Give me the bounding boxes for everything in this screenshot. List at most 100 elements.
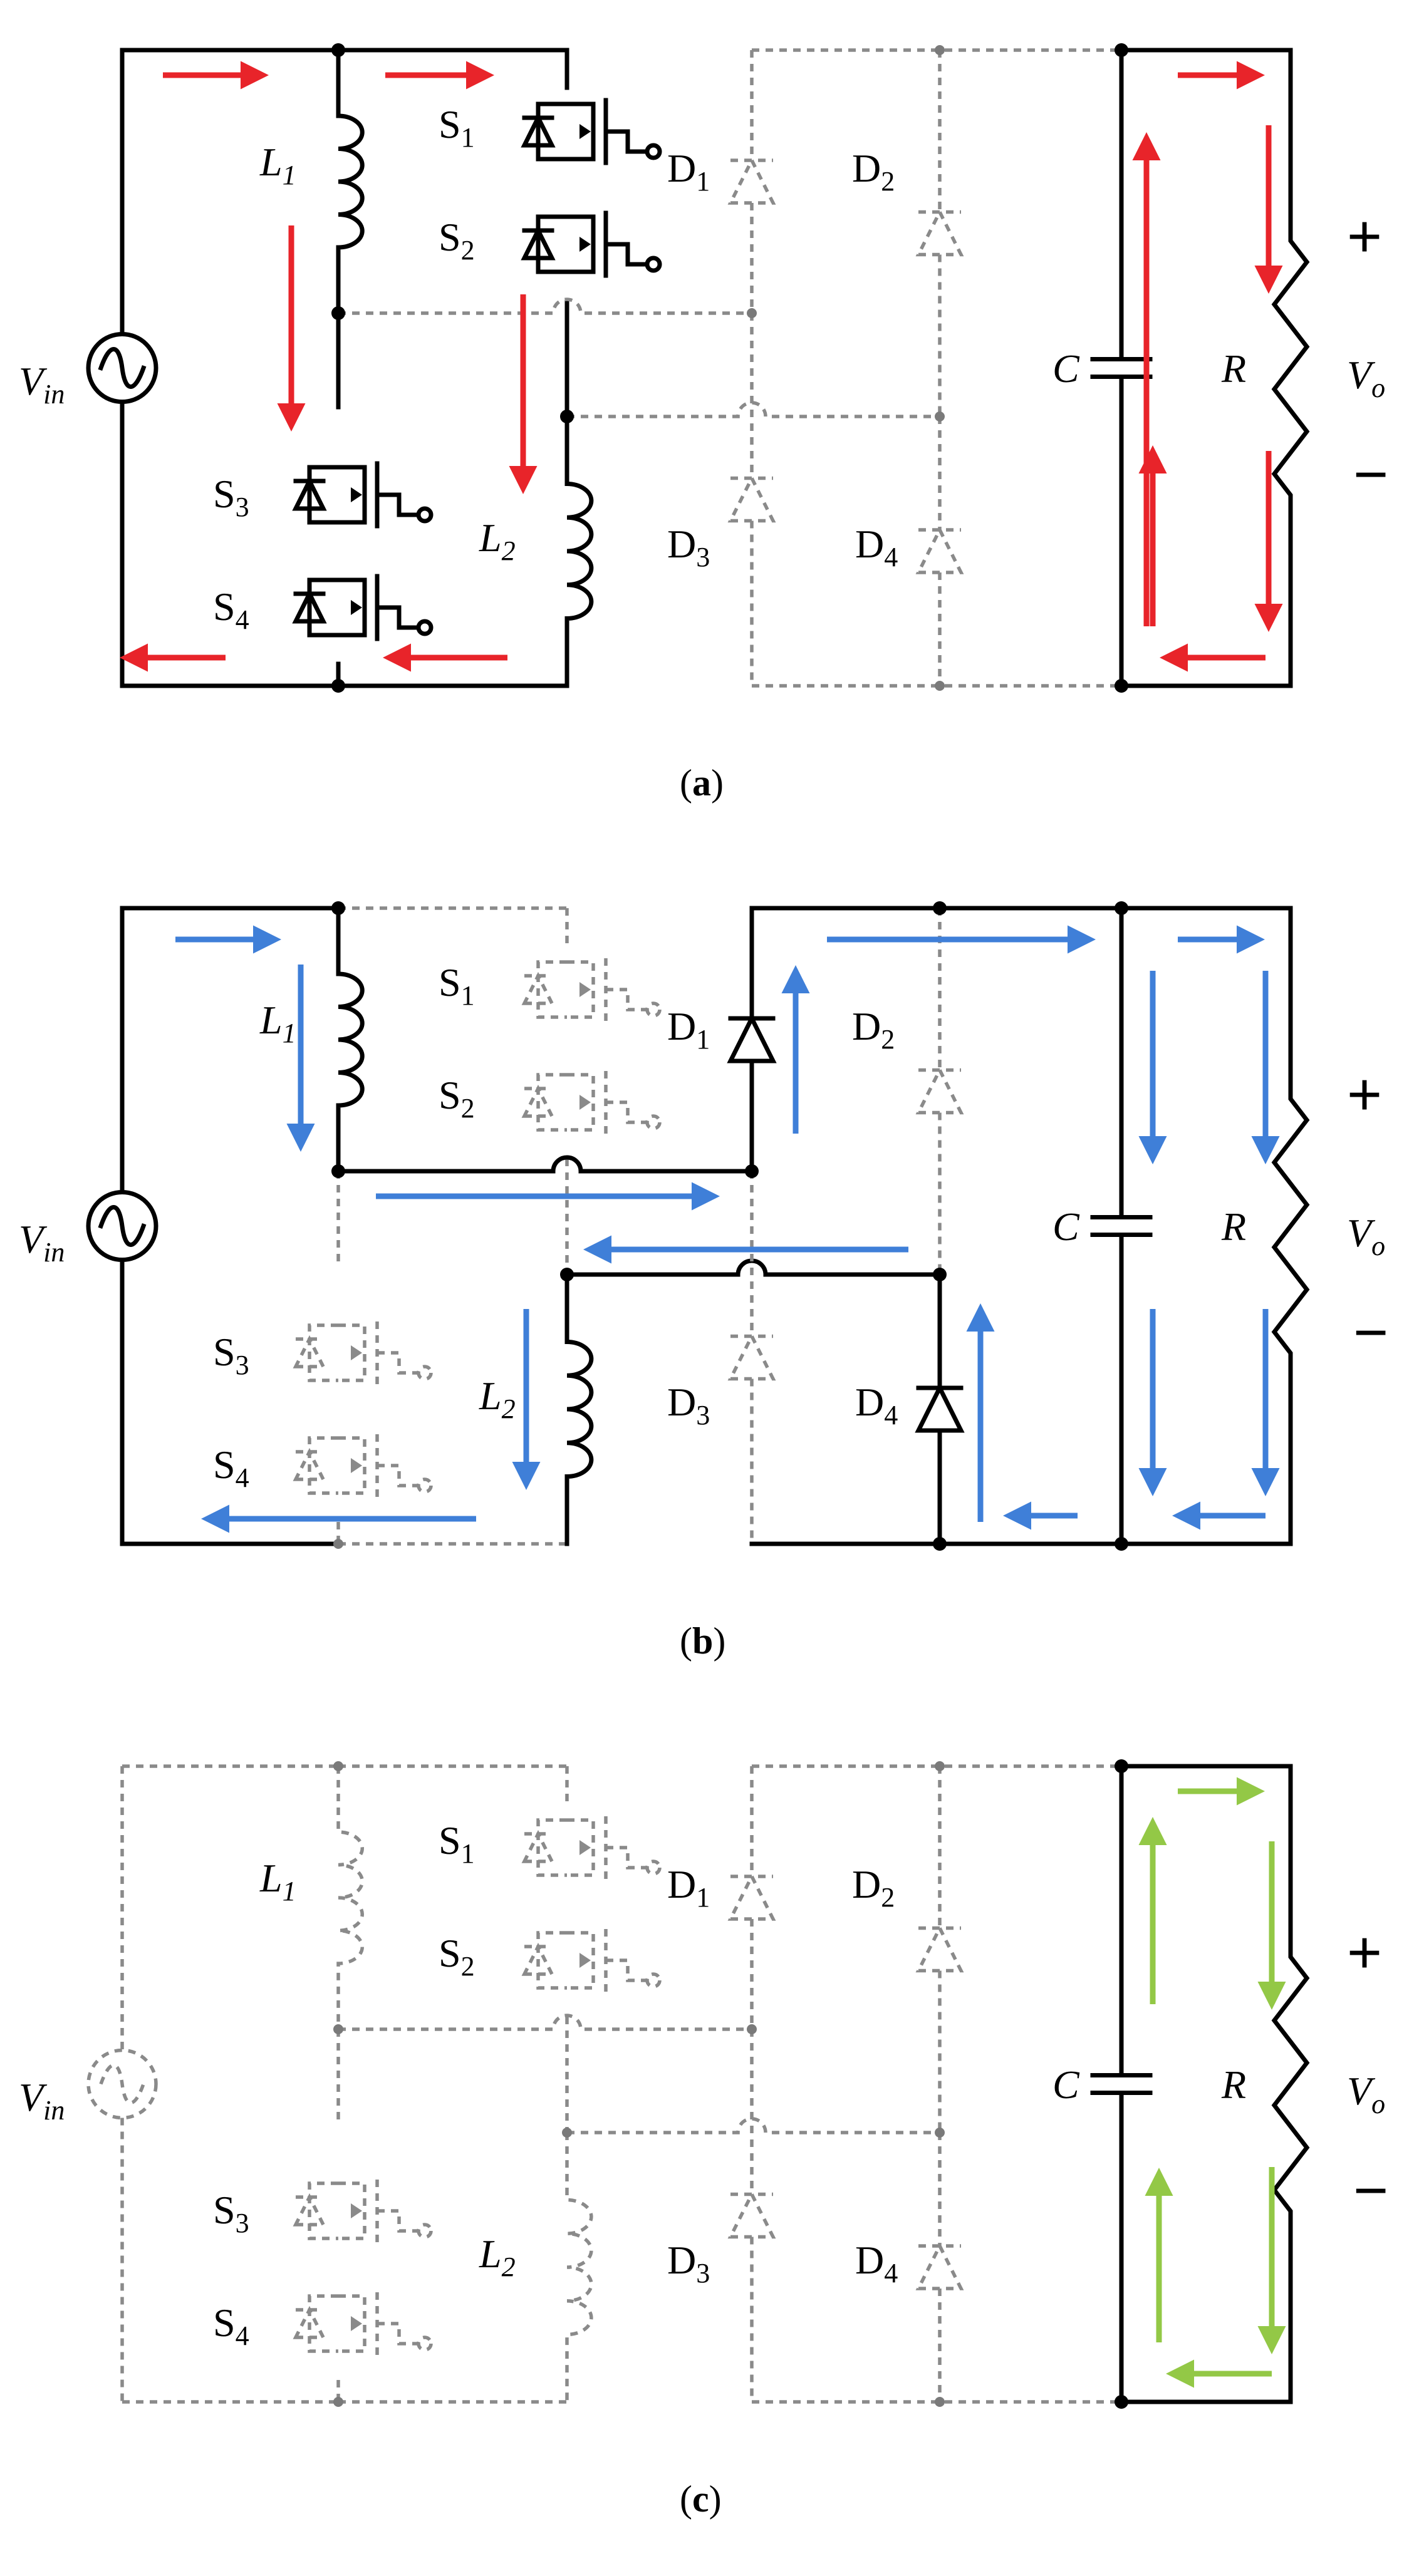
label-l2-main: L <box>479 1373 502 1418</box>
label-d3-main: D <box>667 2238 696 2282</box>
mosfet-gate-terminal <box>645 1972 662 1989</box>
mosfet-arrow <box>351 1458 362 1473</box>
label-s4-sub: 4 <box>236 1462 249 1493</box>
source-circle <box>86 2048 158 2120</box>
body-diode-triangle <box>292 589 327 624</box>
label-d3-sub: 3 <box>696 542 710 572</box>
label-d4: D4 <box>855 1380 898 1430</box>
label-r: R <box>1221 1204 1246 1249</box>
source-circle <box>86 332 159 404</box>
label-l2-sub: 2 <box>502 535 516 566</box>
mosfet-gate-terminal <box>645 1860 662 1876</box>
caption-close: ) <box>709 2478 722 2520</box>
label-l1: L1 <box>259 140 296 190</box>
label-d2-main: D <box>852 146 881 190</box>
label-l2: L2 <box>479 1373 516 1424</box>
label-l1-main: L <box>259 140 283 184</box>
mosfet-s2 <box>521 1929 662 1992</box>
mosfet-gate-terminal <box>416 506 434 524</box>
label-l1-main: L <box>259 998 283 1042</box>
label-s1-sub: 1 <box>461 980 475 1011</box>
junction-dot <box>1115 1537 1128 1551</box>
mosfet-gate-lead <box>603 242 649 267</box>
mosfet-arrow <box>351 2203 362 2218</box>
mosfet-gate-lead <box>375 492 420 517</box>
junction-dot <box>933 1268 947 1281</box>
junction-dot <box>1115 2395 1128 2409</box>
source-circle <box>86 1190 159 1262</box>
source-sine <box>98 347 147 389</box>
label-s1: S1 <box>439 960 475 1011</box>
label-vo-sub: o <box>1371 1231 1385 1261</box>
mosfet-body <box>336 465 367 525</box>
body-diode-triangle <box>293 2193 326 2227</box>
mosfet-gate-lead <box>606 1846 647 1870</box>
label-d1: D1 <box>667 146 710 197</box>
label-d1-sub: 1 <box>696 166 710 197</box>
inductor-l1 <box>336 906 365 1174</box>
inductor-l2 <box>565 2133 593 2402</box>
diode-d4 <box>915 1272 965 1546</box>
junction-dot <box>1115 1759 1128 1773</box>
body-diode-loop <box>308 2294 338 2353</box>
body-diode-triangle <box>521 1942 555 1976</box>
label-d3: D3 <box>667 522 710 572</box>
label-s3-main: S <box>213 1330 236 1374</box>
mosfet-gate-lead <box>377 1464 418 1487</box>
label-vin: Vin <box>19 359 65 410</box>
body-diode-loop <box>536 214 569 274</box>
label-d3: D3 <box>667 1380 710 1430</box>
label-vo-main: V <box>1347 1211 1376 1255</box>
body-diode-loop <box>308 1436 338 1495</box>
mosfet-s3 <box>293 2180 433 2242</box>
label-s4-main: S <box>213 1442 236 1487</box>
body-diode-loop <box>308 2181 338 2240</box>
mosfet-s4 <box>293 2292 433 2355</box>
resistor-zigzag <box>1271 906 1310 1546</box>
mosfet-arrow <box>579 1840 591 1855</box>
label-vin-sub: in <box>43 1237 65 1268</box>
mosfet-s1 <box>521 98 662 165</box>
mosfet-body <box>564 214 596 274</box>
junction-dot <box>935 2397 945 2407</box>
caption-b: (b) <box>680 1620 725 1662</box>
diode-triangle <box>915 1924 964 1973</box>
mosfet-gate-terminal <box>417 2335 433 2352</box>
label-vo-main: V <box>1347 353 1376 397</box>
junction-dot <box>1115 901 1128 915</box>
label-s1-main: S <box>439 102 461 147</box>
label-vin-main: V <box>19 2075 48 2119</box>
diode-d1 <box>727 50 776 313</box>
body-diode-loop <box>536 1931 567 1990</box>
label-s3-sub: 3 <box>236 492 249 522</box>
label-d4: D4 <box>855 522 898 572</box>
mosfet-gate-terminal <box>417 1477 433 1494</box>
label-s2: S2 <box>439 1073 475 1124</box>
junction-dot <box>933 901 947 915</box>
label-s4-main: S <box>213 584 236 629</box>
label-d2-sub: 2 <box>881 166 895 197</box>
junction-dot <box>935 411 945 422</box>
label-s1-main: S <box>439 1818 461 1863</box>
label-s3-sub: 3 <box>236 2208 249 2238</box>
mosfet-s3 <box>292 461 434 529</box>
label-d3-main: D <box>667 522 696 566</box>
label-s4-sub: 4 <box>236 2320 249 2351</box>
mosfet-s2 <box>521 1071 662 1134</box>
label-s1-sub: 1 <box>461 122 475 153</box>
label-s4: S4 <box>213 584 249 635</box>
label-d3: D3 <box>667 2238 710 2289</box>
diode-d1 <box>727 906 777 1174</box>
caption-open: ( <box>680 762 692 804</box>
label-vo-sub: o <box>1371 373 1385 403</box>
diode-d2 <box>915 1766 964 2133</box>
label-plus: + <box>1347 203 1382 270</box>
mosfet-s4 <box>292 574 434 641</box>
mosfet-gate-lead <box>377 1351 418 1375</box>
mosfet-body <box>336 577 367 638</box>
mosfet-gate-terminal <box>645 1001 662 1018</box>
label-vo-main: V <box>1347 2069 1376 2113</box>
caption-c: (c) <box>680 2478 722 2520</box>
